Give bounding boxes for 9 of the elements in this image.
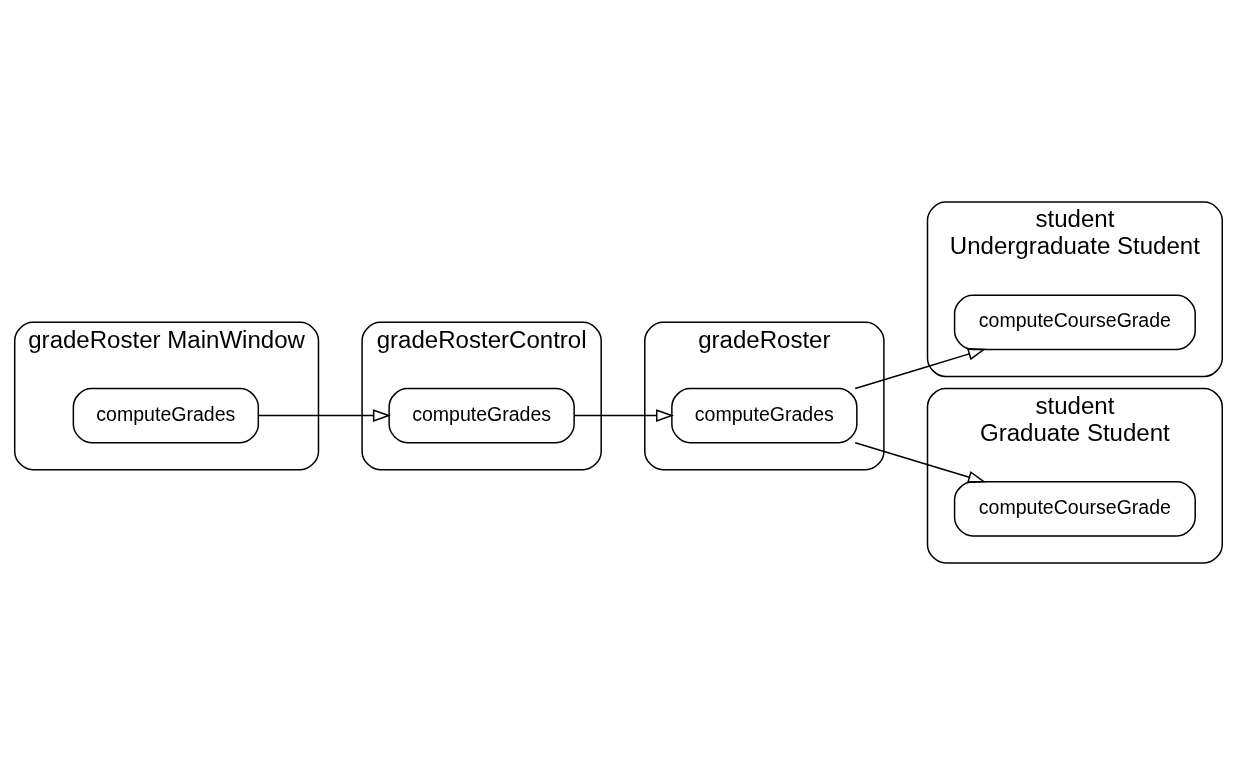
node-box: computeGrades [388, 387, 575, 444]
arrow [854, 441, 986, 484]
arrow [573, 409, 675, 422]
node-box: computeCourseGrade [953, 294, 1196, 351]
arrow [257, 409, 391, 422]
node-box: computeCourseGrade [953, 481, 1196, 537]
node-box: computeGrades [671, 387, 858, 444]
node-box: computeGrades [72, 387, 260, 444]
arrow [854, 348, 986, 390]
